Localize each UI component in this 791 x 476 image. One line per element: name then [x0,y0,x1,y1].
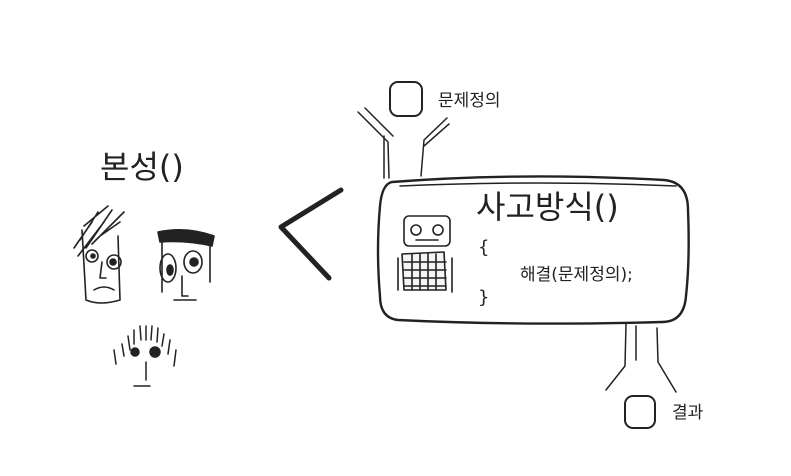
open-brace: { [478,237,489,258]
input-connector [357,107,450,179]
face-spiky-hair-icon [113,325,177,387]
function-call: 해결(문제정의); [520,265,633,285]
robot-icon [397,215,453,293]
face-messy-hair-icon [73,205,125,304]
face-flat-hair-icon [157,228,215,301]
input-node: 문제정의 [389,81,501,117]
output-square-icon [624,395,656,429]
input-label: 문제정의 [438,91,501,111]
close-brace: } [478,287,489,308]
output-connector [605,323,677,393]
machine-title: 사고방식() [476,188,619,226]
output-node: 결과 [624,395,704,429]
less-than-arrow-icon [278,187,344,281]
nature-title: 본성() [100,148,184,186]
output-label: 결과 [672,403,704,423]
machine-box: 사고방식() { 해결(문제정의); } [376,175,690,325]
input-square-icon [389,81,423,117]
